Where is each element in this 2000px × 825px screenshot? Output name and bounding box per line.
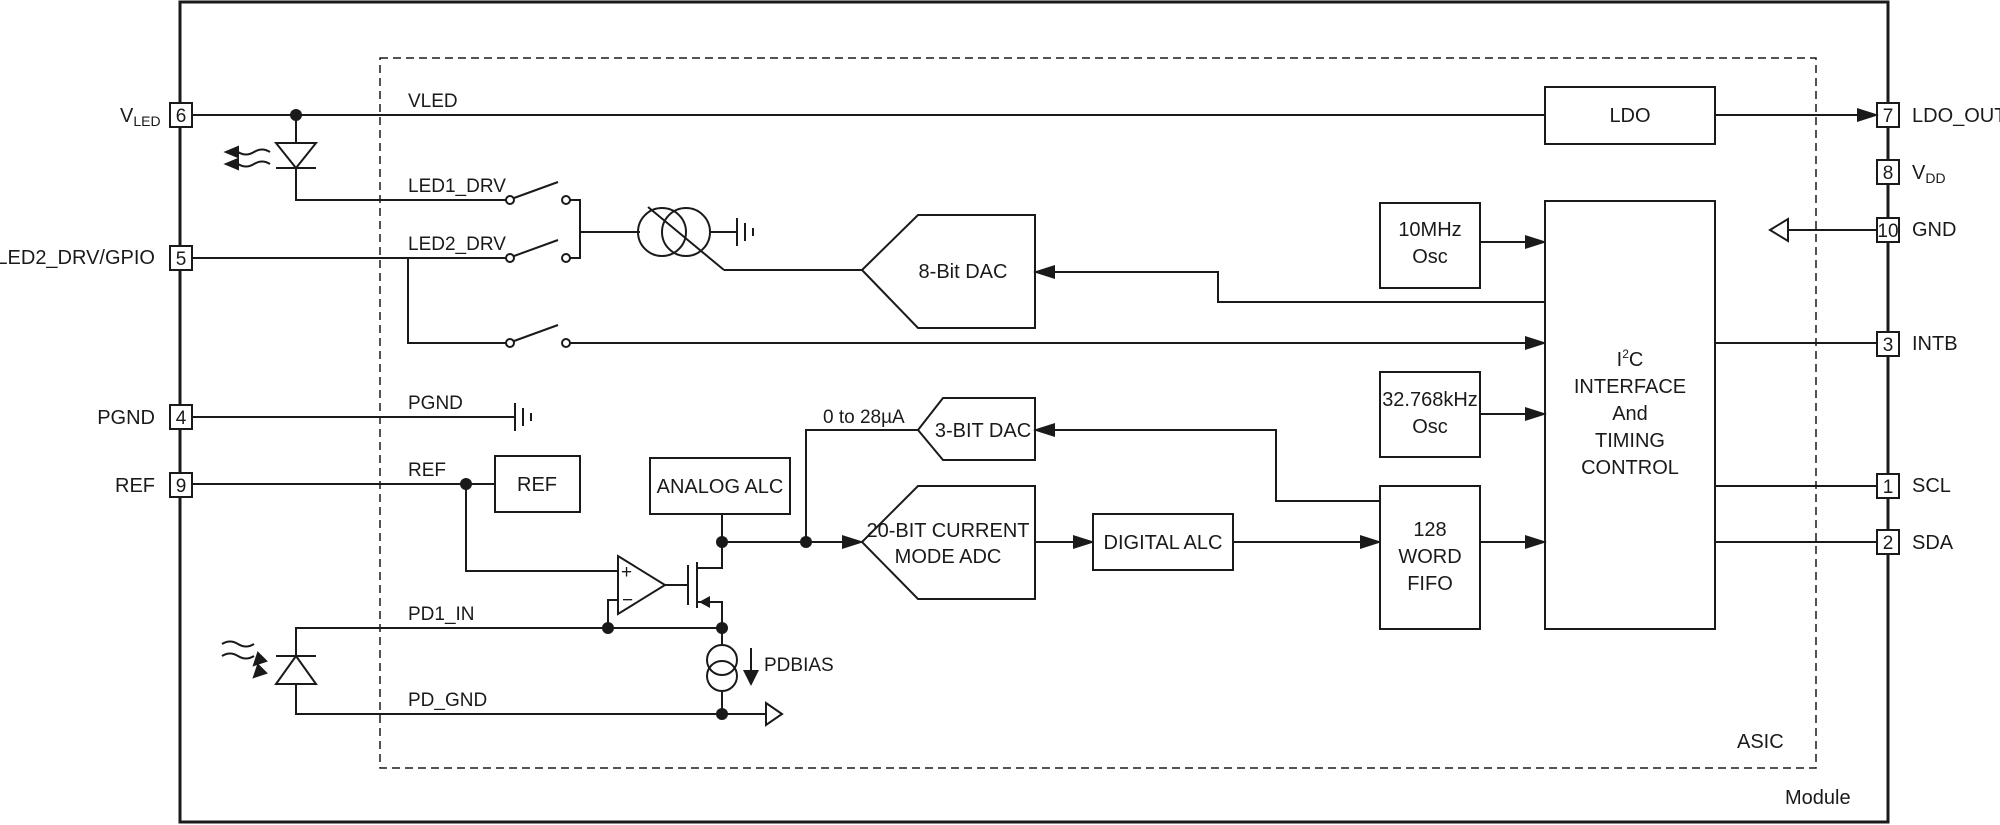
asic-label: ASIC <box>1737 731 1784 753</box>
osc-10mhz-block <box>1379 202 1481 289</box>
fifo-block <box>1379 485 1481 630</box>
pin-ref-label: REF <box>115 475 155 497</box>
pd-gnd-net <box>295 684 766 715</box>
switch2-contact <box>505 253 515 263</box>
pin-gnd-label: GND <box>1912 219 1956 241</box>
ref-block <box>494 455 581 513</box>
osc-32k-block <box>1379 371 1481 458</box>
ref-to-opamp-wire <box>465 484 618 572</box>
net-vled-label: VLED <box>408 91 458 112</box>
photodiode-light-icon <box>221 640 268 679</box>
pin-ldo-out-label: LDO_OUT <box>1912 105 2000 127</box>
net-ref-label: REF <box>408 460 446 481</box>
net-current-range-label: 0 to 28µA <box>823 407 905 428</box>
digital-alc-label: DIGITAL ALC <box>1104 532 1223 554</box>
module-label: Module <box>1785 787 1851 809</box>
led1-drv-net <box>295 168 506 201</box>
i2c-interface-block <box>1544 200 1716 630</box>
net-pd1-in-label: PD1_IN <box>408 604 475 625</box>
pdbias-source-icon <box>706 644 738 676</box>
pin-intb-number: 3 <box>1883 335 1894 356</box>
opamp-plus: + <box>621 562 632 583</box>
pd1-feedback-wire <box>607 599 618 628</box>
gnd-pin-triangle-icon <box>1768 217 1789 243</box>
ground-icon <box>736 218 754 246</box>
pd-gnd-triangle-icon <box>765 701 784 727</box>
mosfet-drain <box>697 542 723 569</box>
pin-gnd-number: 10 <box>1877 221 1898 242</box>
net-led1-drv-label: LED1_DRV <box>408 176 506 197</box>
pin-vled-number: 6 <box>176 106 187 127</box>
photodiode-icon <box>274 654 318 685</box>
mosfet-arrow-icon <box>699 596 710 608</box>
ref-block-label: REF <box>517 474 557 496</box>
asic-outline <box>379 57 1817 769</box>
analog-alc-block <box>649 457 791 515</box>
net-pgnd-label: PGND <box>408 393 463 414</box>
current-source-slash <box>647 206 725 271</box>
adc-20bit-block <box>860 485 1036 600</box>
switch1-to-source <box>570 199 581 232</box>
analog-alc-label: ANALOG ALC <box>657 476 784 498</box>
ldo-block <box>1544 86 1716 145</box>
pin-sda-label: SDA <box>1912 532 1954 554</box>
led-diode-icon <box>273 142 319 170</box>
switch1-blade <box>513 181 559 199</box>
pin-vdd-box <box>1876 159 1900 185</box>
pin-vdd-label: VDD <box>1912 162 1946 186</box>
pin-vdd-number: 8 <box>1883 163 1894 184</box>
pd1-in-net <box>295 627 722 656</box>
opamp-icon <box>617 554 667 616</box>
net-pd-gnd-label: PD_GND <box>408 690 487 711</box>
ldo-label: LDO <box>1609 105 1650 127</box>
switch2-to-source <box>570 231 640 259</box>
pin-ref-number: 9 <box>176 476 187 497</box>
pin-scl-number: 1 <box>1883 477 1894 498</box>
pin-scl-label: SCL <box>1912 475 1951 497</box>
pin-ldo-out-number: 7 <box>1883 106 1894 127</box>
switch1-contact <box>505 195 515 205</box>
switch3-contact <box>505 338 515 348</box>
pin-sda-number: 2 <box>1883 533 1894 554</box>
pin-led2-drv-label: LED2_DRV/GPIO <box>0 247 155 269</box>
pgnd-ground-icon <box>514 403 532 431</box>
pin-intb-label: INTB <box>1912 333 1958 355</box>
led-current-source-icon <box>637 207 687 257</box>
switch3-contact-b <box>561 338 571 348</box>
led2-drv-branch <box>407 258 506 344</box>
dac-8bit-label: 8-Bit DAC <box>919 261 1008 283</box>
pin-led2-drv-number: 5 <box>176 249 187 270</box>
pin-pgnd-label: PGND <box>97 407 155 429</box>
net-pdbias-label: PDBIAS <box>764 655 834 676</box>
switch1-contact-b <box>561 195 571 205</box>
pin-vled-label: VLED <box>120 105 161 129</box>
switch2-contact-b <box>561 253 571 263</box>
switch2-blade <box>513 239 559 257</box>
i2c-to-dac8-wire <box>1033 265 1545 303</box>
dac-3bit-label: 3-BIT DAC <box>935 420 1031 442</box>
led-emission-icon <box>223 145 271 171</box>
opamp-minus: − <box>622 590 633 611</box>
pin-pgnd-number: 4 <box>176 408 187 429</box>
pdbias-arrow-icon <box>743 670 759 686</box>
switch3-blade <box>513 324 559 342</box>
net-led2-drv-label: LED2_DRV <box>408 234 506 255</box>
dac3-output-wire <box>805 429 918 542</box>
fifo-to-dac3-wire <box>1033 423 1380 502</box>
